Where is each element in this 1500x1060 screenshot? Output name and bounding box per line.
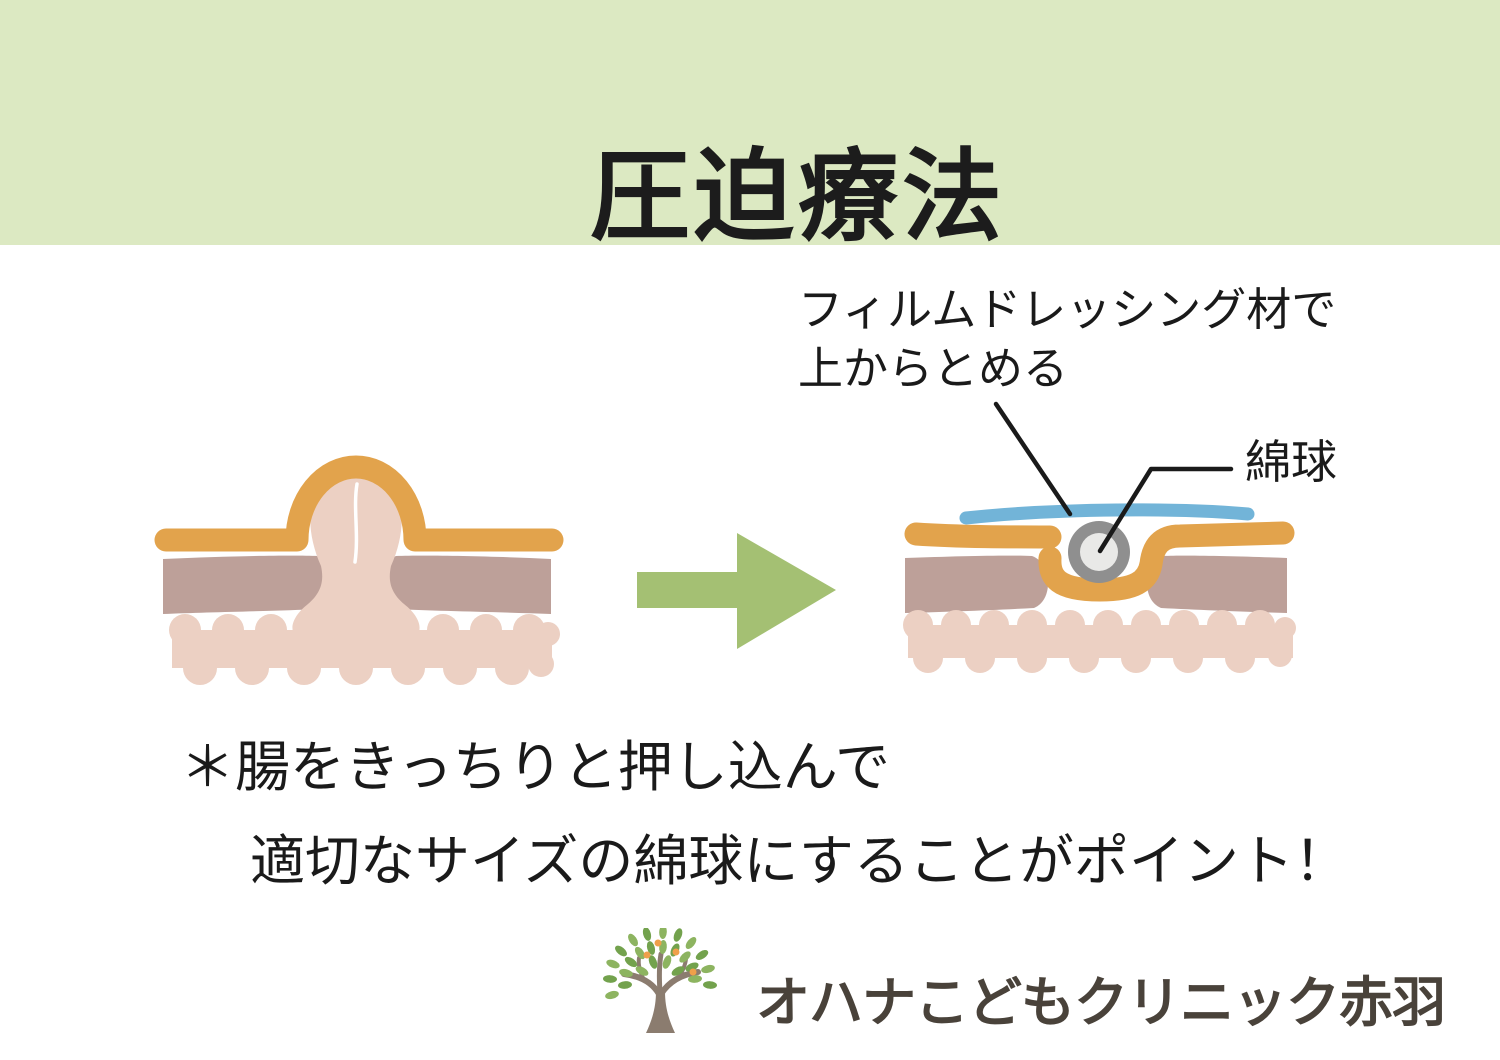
skin-layer-left [154, 455, 564, 552]
intestine-layer-left [169, 614, 560, 685]
cotton-ball-label: 綿球 [1245, 436, 1337, 488]
tree-fruits [643, 939, 697, 976]
clinic-name: オハナこどもクリニック赤羽 [756, 973, 1446, 1033]
hernia-before-diagram [154, 455, 564, 685]
cotton-leader-line [1097, 466, 1234, 554]
note-line1: ＊腸をきっちりと押し込んで [180, 736, 891, 798]
film-dressing-label: フィルムドレッシング材で 上からとめる [798, 280, 1336, 398]
title-banner [0, 0, 1500, 245]
film-leader-line [993, 401, 1073, 517]
hernia-compression-diagram [154, 401, 1296, 685]
right-arrow-icon [637, 533, 836, 649]
muscle-layer-left [163, 555, 551, 614]
tree-logo-icon [603, 928, 717, 1033]
hernia-loop-crease [353, 482, 359, 564]
muscle-layer-right [905, 555, 1287, 613]
film-dressing-label-line2: 上からとめる [798, 343, 1069, 394]
film-dressing-label-line1: フィルムドレッシング材で [798, 284, 1337, 335]
hernia-after-diagram [903, 503, 1296, 673]
page-title: 圧迫療法 [590, 141, 1006, 253]
note-line2: 適切なサイズの綿球にすることがポイント！ [250, 830, 1349, 892]
film-dressing [959, 503, 1255, 525]
tree-leaves [603, 928, 717, 1000]
skin-layer-right [904, 521, 1295, 602]
intestine-layer-right [903, 610, 1296, 673]
